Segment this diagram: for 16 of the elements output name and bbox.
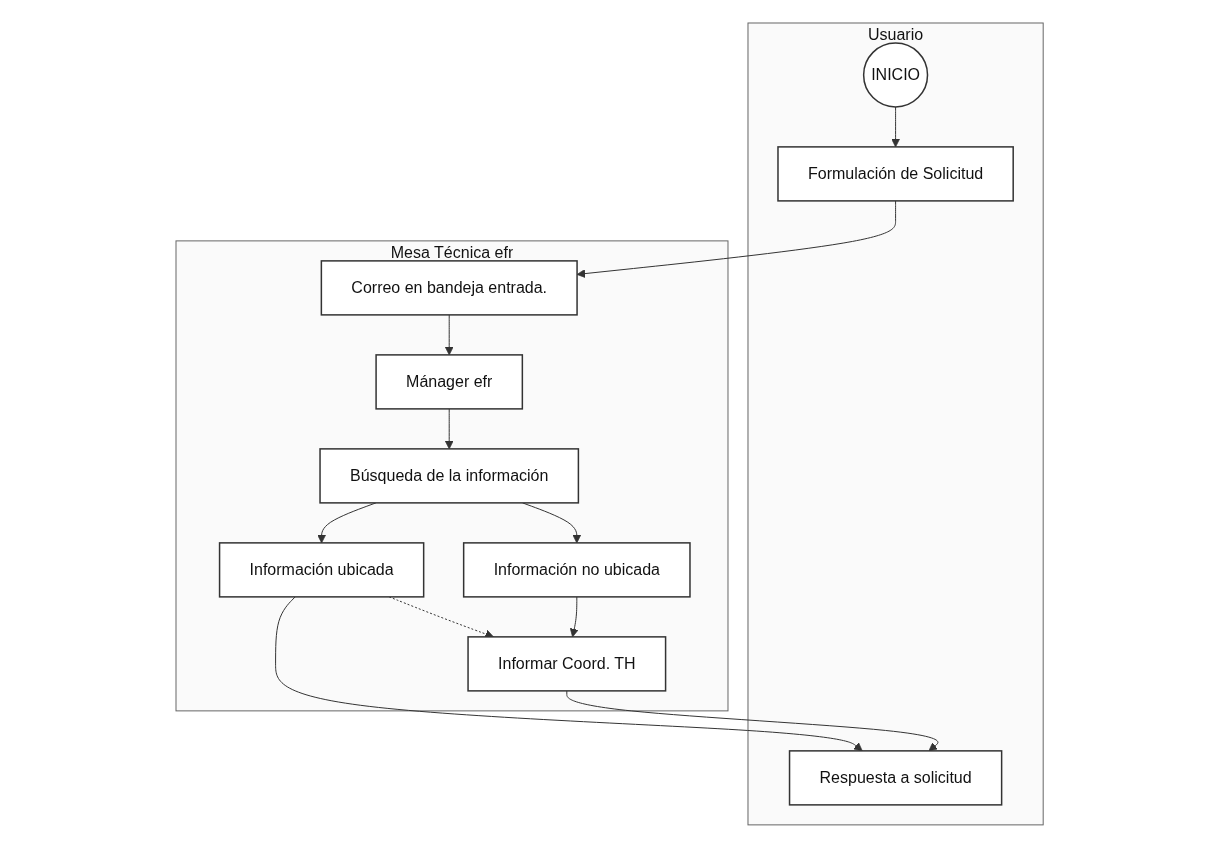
node-box: Formulación de Solicitud [777,145,1014,202]
node-box: Correo en bandeja entrada. [320,259,578,316]
node-box: Información ubicada [218,541,425,598]
arrow [566,689,939,751]
node-box: Mánager efr [375,353,523,410]
arrow [569,595,579,637]
arrow [275,595,863,751]
arrow [444,407,454,449]
node-box: Información no ubicada [462,541,691,598]
arrow [576,199,896,278]
arrow [891,105,900,147]
node-circle: INICIO [862,41,929,108]
node-box: Búsqueda de la información [319,447,580,504]
node-box: Informar Coord. TH [467,635,667,692]
arrow [444,313,454,355]
node-box: Respuesta a solicitud [788,749,1003,806]
